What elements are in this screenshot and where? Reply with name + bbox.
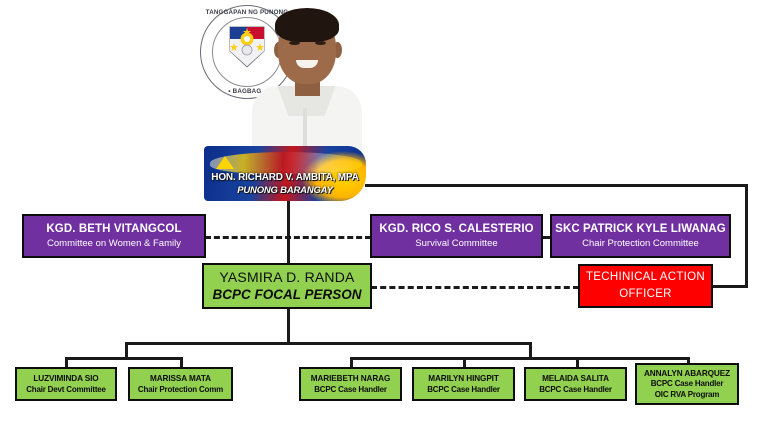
member-box-marissa-mata[interactable]: MARISSA MATA Chair Protection Comm — [128, 367, 233, 401]
connector-drop-member-6 — [687, 357, 690, 368]
member-box-luzviminda-sio[interactable]: LUZVIMINDA SIO Chair Devt Committee — [15, 367, 117, 401]
member-role: BCPC Case Handler — [427, 384, 500, 394]
member-role: Chair Devt Committee — [26, 384, 106, 394]
member-role-secondary: OIC RVA Program — [654, 389, 720, 399]
bcpc-focal-person-box[interactable]: YASMIRA D. RANDA BCPC FOCAL PERSON — [202, 263, 372, 309]
connector-right-branch-drop — [529, 342, 532, 359]
committee-role: Committee on Women & Family — [47, 238, 181, 250]
portrait-eye-left — [289, 41, 300, 45]
member-role: BCPC Case Handler — [539, 384, 612, 394]
connector-right-sub-bus — [350, 357, 690, 360]
seal-bottom-text: • BAGBAG • — [228, 88, 266, 95]
connector-drop-member-3 — [350, 357, 353, 368]
member-name: MARISSA MATA — [150, 373, 211, 383]
connector-drop-member-1 — [65, 357, 68, 368]
seal-top-text: TANGGAPAN NG PUNONG — [205, 8, 289, 16]
punong-barangay-role: PUNONG BARANGAY — [237, 185, 333, 196]
technical-officer-line1: TECHINICAL ACTION — [585, 270, 706, 283]
punong-barangay-photo: TANGGAPAN NG PUNONG • BAGBAG • — [196, 0, 368, 205]
connector-drop-member-5 — [576, 357, 579, 368]
focal-person-name: YASMIRA D. RANDA — [219, 268, 355, 285]
member-role: BCPC Case Handler — [650, 379, 724, 389]
connector-focal-down — [287, 308, 290, 344]
member-name: MARIEBETH NARAG — [310, 373, 391, 383]
committee-name: KGD. BETH VITANGCOL — [46, 222, 182, 235]
connector-dashed-focal-to-technical — [371, 286, 579, 289]
connector-left-sub-bus — [65, 357, 183, 360]
committee-box-survival[interactable]: KGD. RICO S. CALESTERIO Survival Committ… — [370, 214, 543, 258]
committee-name: SKC PATRICK KYLE LIWANAG — [555, 222, 726, 235]
member-box-melaida-salita[interactable]: MELAIDA SALITA BCPC Case Handler — [524, 367, 627, 401]
member-box-marilyn-hingpit[interactable]: MARILYN HINGPIT BCPC Case Handler — [412, 367, 515, 401]
technical-action-officer-box[interactable]: TECHINICAL ACTION OFFICER — [578, 264, 713, 308]
connector-dashed-committees-right — [540, 236, 551, 239]
committee-box-protection[interactable]: SKC PATRICK KYLE LIWANAG Chair Protectio… — [550, 214, 731, 258]
portrait-smile — [296, 60, 318, 68]
connector-drop-member-2 — [180, 357, 183, 368]
connector-top-right-horizontal — [365, 184, 748, 187]
connector-left-branch-drop — [125, 342, 128, 359]
member-name: MELAIDA SALITA — [542, 373, 609, 383]
member-name: ANNALYN ABARQUEZ — [643, 368, 731, 378]
connector-far-right-vertical — [745, 184, 748, 287]
connector-main-bus — [125, 342, 532, 345]
member-name: LUZVIMINDA SIO — [33, 373, 99, 383]
technical-officer-line2: OFFICER — [619, 287, 672, 300]
portrait-ear-right — [333, 42, 342, 58]
connector-dashed-committees-left — [205, 236, 371, 239]
connector-drop-member-4 — [463, 357, 466, 368]
member-box-mariebeth-narag[interactable]: MARIEBETH NARAG BCPC Case Handler — [299, 367, 402, 401]
punong-barangay-header: TANGGAPAN NG PUNONG • BAGBAG • — [196, 0, 368, 205]
member-box-annalyn-abarquez[interactable]: ANNALYN ABARQUEZ BCPC Case Handler OIC R… — [635, 363, 739, 405]
name-banner: HON. RICHARD V. AMBITA, MPA PUNONG BARAN… — [204, 146, 366, 201]
banner-swoosh-graphic — [210, 152, 362, 174]
philippine-shield-icon — [229, 26, 265, 68]
banner-star-icon — [216, 156, 234, 169]
member-name: MARILYN HINGPIT — [428, 373, 499, 383]
punong-barangay-name: HON. RICHARD V. AMBITA, MPA — [211, 172, 359, 183]
portrait-hair — [275, 8, 339, 42]
member-role: Chair Protection Comm — [137, 384, 224, 394]
member-role: BCPC Case Handler — [314, 384, 387, 394]
committee-name: KGD. RICO S. CALESTERIO — [379, 222, 534, 235]
committee-box-women-family[interactable]: KGD. BETH VITANGCOL Committee on Women &… — [22, 214, 206, 258]
focal-person-role: BCPC FOCAL PERSON — [212, 287, 362, 303]
connector-photo-to-focal — [287, 200, 290, 270]
committee-role: Survival Committee — [415, 238, 498, 250]
committee-role: Chair Protection Committee — [582, 238, 699, 250]
connector-into-technical-officer — [712, 285, 748, 288]
portrait-eye-right — [315, 41, 326, 45]
